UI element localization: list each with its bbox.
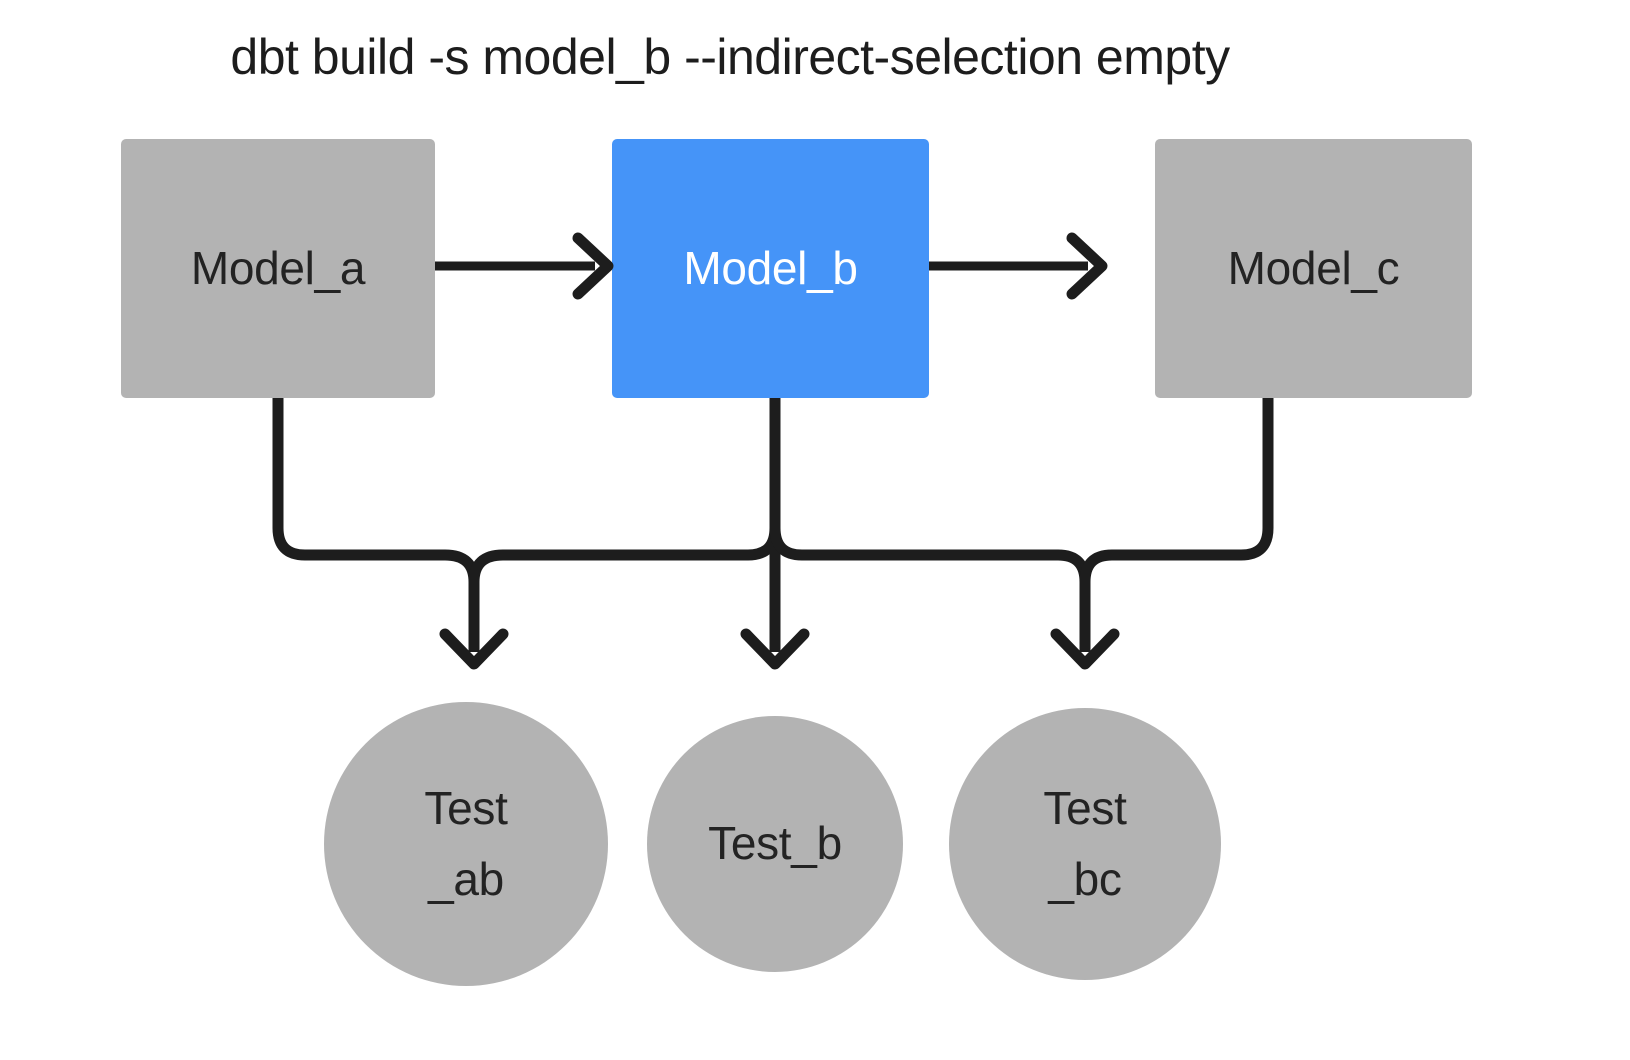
arrowhead-test-bc (1050, 628, 1120, 670)
node-model-b-box[interactable] (612, 139, 929, 398)
edge-model-b-to-test-ab (468, 398, 781, 583)
edge-model-c-to-test-bc (1079, 398, 1274, 583)
node-test-bc-circle[interactable] (949, 708, 1221, 980)
arrowhead-test-ab (439, 628, 509, 670)
node-model-c-box[interactable] (1155, 139, 1472, 398)
edge-model-b-to-test-bc (769, 398, 1091, 652)
edge-model-b-to-model-c (929, 232, 1108, 300)
node-test-ab-circle[interactable] (324, 702, 608, 986)
arrowhead-test-b (740, 628, 810, 670)
node-test-b-circle[interactable] (647, 716, 903, 972)
edge-model-a-to-model-b (435, 232, 614, 300)
edge-model-a-to-test-ab (272, 398, 480, 652)
node-model-a-box[interactable] (121, 139, 435, 398)
diagram-title: dbt build -s model_b --indirect-selectio… (230, 29, 1230, 85)
